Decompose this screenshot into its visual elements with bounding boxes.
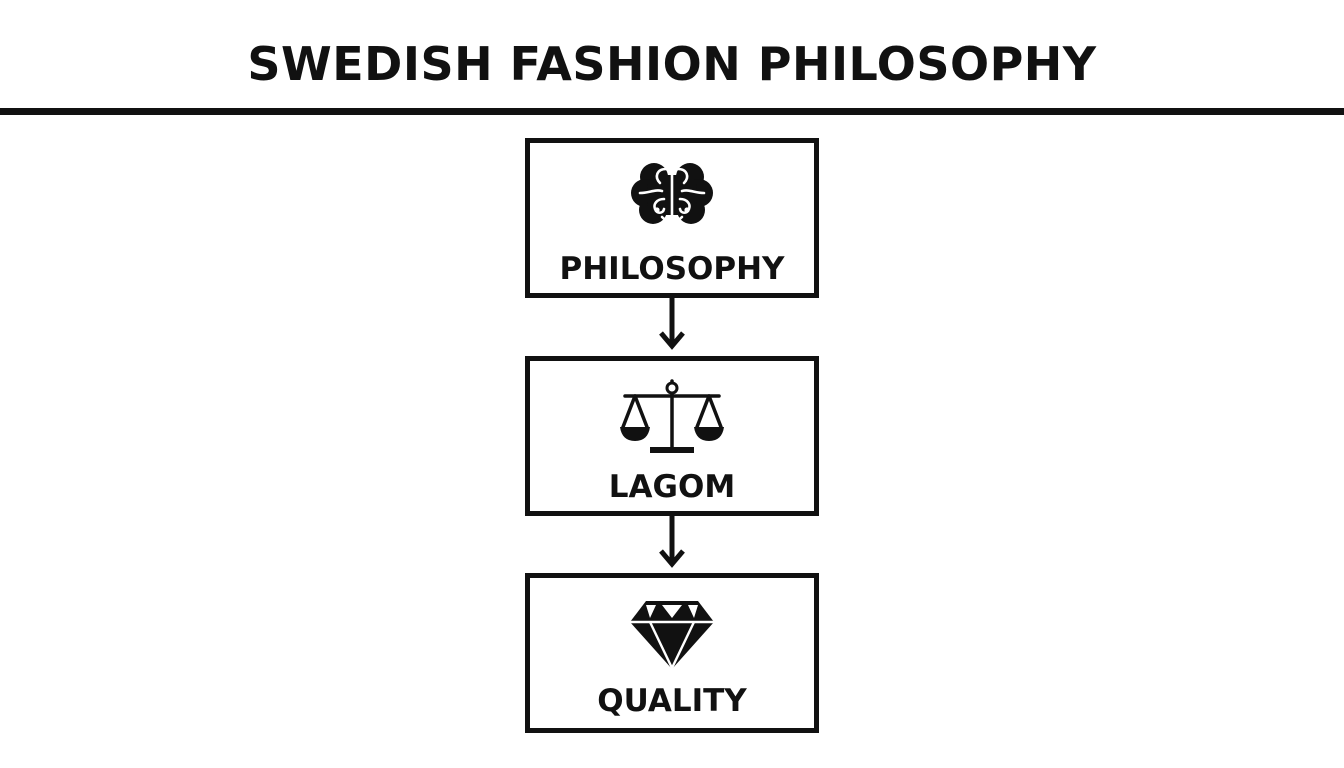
- flow-node-lagom: LAGOM: [525, 356, 819, 516]
- balance-scale-icon: [530, 375, 814, 455]
- connector-arrow-1: [659, 296, 685, 350]
- title-divider: [0, 108, 1344, 115]
- node-label-quality: QUALITY: [597, 683, 747, 719]
- flow-node-philosophy: PHILOSOPHY: [525, 138, 819, 298]
- diamond-icon: [530, 596, 814, 672]
- node-label-lagom: LAGOM: [608, 469, 736, 505]
- node-label-philosophy: PHILOSOPHY: [559, 251, 785, 287]
- flow-node-quality: QUALITY: [525, 573, 819, 733]
- connector-arrow-2: [659, 514, 685, 568]
- brain-icon: [530, 153, 814, 233]
- page-title: SWEDISH FASHION PHILOSOPHY: [247, 37, 1097, 91]
